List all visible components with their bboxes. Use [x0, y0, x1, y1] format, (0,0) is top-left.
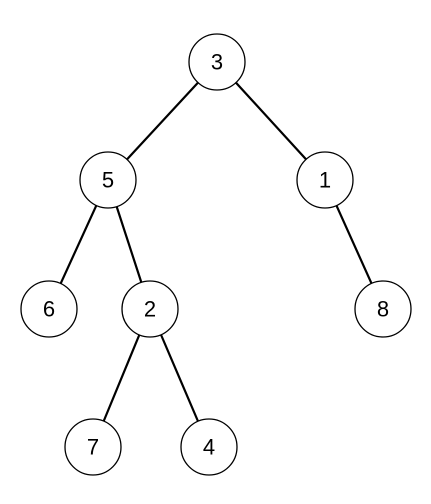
tree-node-label: 3: [211, 50, 223, 75]
tree-edge: [125, 81, 200, 161]
tree-node-circle: [121, 280, 179, 338]
tree-node-circle: [64, 418, 122, 476]
tree-node-circle: [79, 151, 137, 209]
tree-node: 1: [296, 151, 354, 209]
tree-node: 6: [20, 280, 78, 338]
tree-node-circle: [20, 280, 78, 338]
tree-node: 5: [79, 151, 137, 209]
tree-node: 2: [121, 280, 179, 338]
tree-node-circle: [188, 33, 246, 91]
tree-node-circle: [180, 418, 238, 476]
tree-node: 3: [188, 33, 246, 91]
tree-node-label: 5: [102, 168, 114, 193]
tree-node: 7: [64, 418, 122, 476]
tree-node-circle: [354, 280, 412, 338]
tree-edge: [234, 81, 308, 161]
tree-node-label: 1: [319, 168, 331, 193]
tree-edge: [59, 204, 98, 285]
tree-edges: [59, 81, 373, 423]
tree-node-label: 7: [87, 435, 99, 460]
tree-node-label: 4: [203, 435, 215, 460]
tree-edge: [102, 333, 141, 423]
tree-edge: [115, 205, 143, 284]
tree-node-label: 6: [43, 297, 55, 322]
tree-nodes: 3 5 1 6 2 8 7 4: [20, 33, 412, 476]
tree-node-label: 2: [144, 297, 156, 322]
tree-node: 4: [180, 418, 238, 476]
tree-edge: [335, 204, 373, 285]
tree-node: 8: [354, 280, 412, 338]
tree-node-label: 8: [377, 297, 389, 322]
tree-edge: [159, 333, 200, 423]
tree-node-circle: [296, 151, 354, 209]
